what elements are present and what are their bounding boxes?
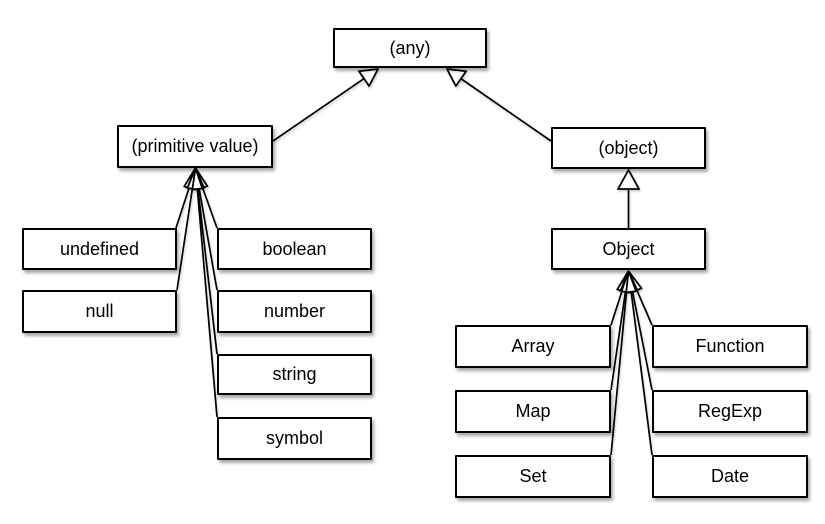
node-symbol: symbol — [217, 417, 372, 460]
node-regexp: RegExp — [652, 390, 808, 433]
node-any-label: (any) — [389, 37, 431, 58]
edge-symbol-to-primitive-value — [196, 168, 218, 418]
node-set: Set — [455, 455, 611, 498]
node-undefined-label: undefined — [59, 238, 140, 259]
node-object-category: (object) — [551, 127, 706, 169]
node-string-label: string — [272, 364, 317, 384]
edge-null-to-primitive-value — [176, 168, 196, 291]
node-primitive-value: (primitive value) — [117, 125, 273, 168]
node-object-class-label: Object — [602, 238, 655, 259]
node-regexp-label: RegExp — [697, 401, 763, 421]
edge-set-to-object-class — [610, 271, 629, 456]
node-boolean: boolean — [217, 228, 372, 270]
node-object-category-label: (object) — [598, 137, 659, 158]
edge-undefined-to-primitive-value — [175, 168, 196, 229]
node-array: Array — [455, 325, 611, 368]
edge-map-to-object-class — [610, 271, 629, 391]
edge-regexp-to-object-class — [629, 271, 653, 391]
node-object-class: Object — [551, 228, 706, 270]
node-function: Function — [652, 325, 808, 368]
edge-date-to-object-class — [629, 271, 653, 456]
node-primitive-value-label: (primitive value) — [131, 136, 259, 156]
node-number-label: number — [263, 301, 326, 321]
node-null: null — [22, 290, 177, 333]
node-function-label: Function — [695, 336, 765, 356]
node-null-label: null — [85, 301, 114, 321]
edge-string-to-primitive-value — [196, 168, 218, 355]
edge-primitive-value-to-any — [272, 69, 378, 142]
edge-number-to-primitive-value — [196, 168, 218, 291]
node-number: number — [217, 290, 372, 333]
node-date: Date — [652, 455, 808, 498]
node-date-label: Date — [710, 466, 750, 486]
node-array-label: Array — [511, 336, 555, 356]
node-string: string — [217, 354, 372, 395]
node-boolean-label: boolean — [262, 238, 327, 259]
node-symbol-label: symbol — [265, 428, 323, 448]
edge-object-to-any — [447, 69, 552, 142]
node-map-label: Map — [515, 401, 551, 421]
node-undefined: undefined — [22, 228, 177, 270]
node-set-label: Set — [519, 466, 547, 486]
node-any: (any) — [333, 28, 487, 68]
node-map: Map — [455, 390, 611, 433]
